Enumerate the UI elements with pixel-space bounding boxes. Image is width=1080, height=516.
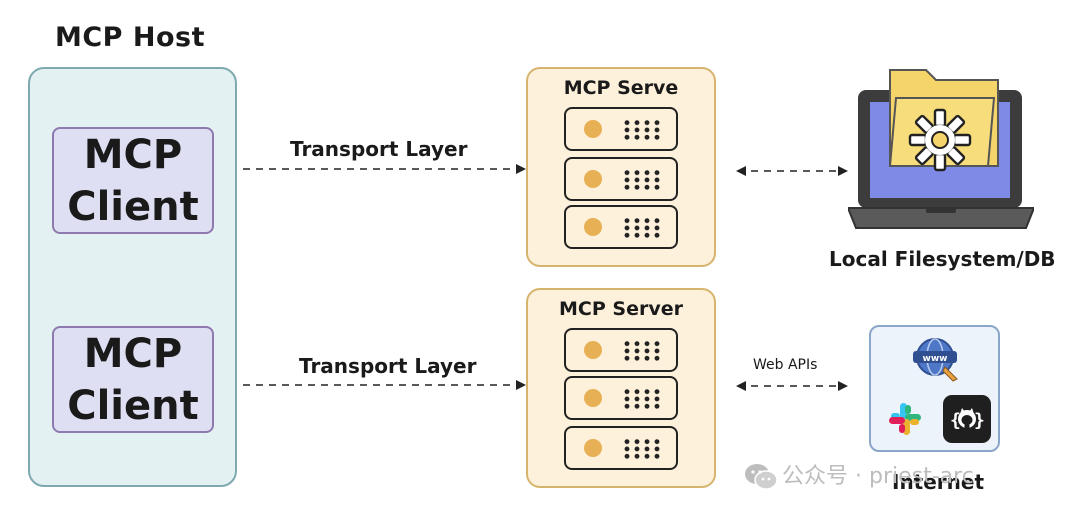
client-label: MCP Client [67,131,199,230]
mcp-client-box: MCP Client [52,326,214,433]
svg-text:www: www [923,354,948,364]
client-label: MCP Client [67,330,199,429]
mcp-client-box: MCP Client [52,127,214,234]
slack-icon [889,403,921,435]
server-rack-unit [564,205,678,249]
server-title: MCP Server [559,298,683,320]
local-filesystem-caption: Local Filesystem/DB [829,247,1056,271]
svg-text:{: { [950,410,961,431]
svg-text:}: } [974,410,985,431]
server-rack-unit [564,328,678,372]
server-title: MCP Serve [563,77,679,99]
mcp-server-box: MCP Serve [526,67,716,267]
transport-layer-label: Transport Layer [290,137,468,161]
wechat-icon [745,464,778,490]
www-globe-icon: www [913,338,958,382]
watermark-text: 公众号 · priest-arc [782,464,974,489]
watermark: 公众号 · priest-arc [744,458,974,492]
github-icon: { } [943,395,991,443]
web-apis-label: Web APIs [753,357,818,373]
host-title: MCP Host [55,22,205,53]
internet-box: www { } [869,325,1000,452]
server-rack-unit [564,107,678,151]
transport-layer-label: Transport Layer [299,354,477,378]
server-rack-unit [564,157,678,201]
server-rack-unit [564,426,678,470]
mcp-server-box: MCP Server [526,288,716,488]
server-rack-unit [564,376,678,420]
internet-caption: Internet [892,470,985,494]
laptop-folder-gear-icon [848,69,1034,229]
